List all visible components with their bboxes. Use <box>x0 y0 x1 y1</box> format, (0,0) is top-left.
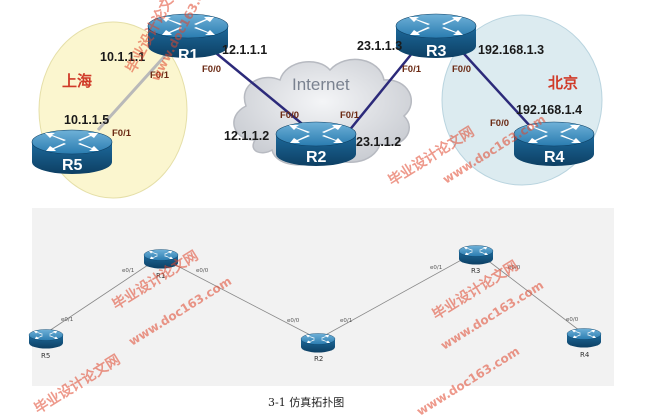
port-r1-f01: F0/1 <box>150 70 170 81</box>
sim-port-r1-a: e0/1 <box>122 268 134 274</box>
port-r1-f00: F0/0 <box>202 64 221 75</box>
link-r3-r4 <box>454 43 531 127</box>
network-topology-diagram: R1 R5 R2 R3 R4 Internet 上海 北京 10.1.1.1 1… <box>31 13 603 199</box>
figure-caption: 3-1 仿真拓扑图 <box>268 395 344 409</box>
svg-text:R1: R1 <box>178 47 199 64</box>
router-r3: R3 <box>395 13 477 60</box>
svg-text:R2: R2 <box>306 149 327 166</box>
sim-label-r3: R3 <box>471 267 480 275</box>
sim-port-r4-a: e0/0 <box>566 317 579 323</box>
ip-r4: 192.168.1.4 <box>516 103 582 117</box>
ip-r1-left: 10.1.1.1 <box>100 50 145 64</box>
ip-r3-left: 23.1.1.3 <box>357 39 402 53</box>
sim-link-r2-r3 <box>319 252 475 339</box>
svg-text:R4: R4 <box>544 149 565 166</box>
sim-label-r5: R5 <box>41 352 50 360</box>
ip-r2-right: 23.1.1.2 <box>356 135 401 149</box>
svg-text:R3: R3 <box>426 43 447 60</box>
simulation-canvas <box>32 208 614 386</box>
router-r4: R4 <box>513 121 595 167</box>
simulation-topology: R1 R5 R2 R3 R4 e0/1 e0/0 e0/1 e0/0 e0/1 … <box>28 208 614 386</box>
sim-link-r3-r4 <box>477 252 585 335</box>
router-r2: R2 <box>275 121 357 167</box>
sim-label-r2: R2 <box>314 355 323 363</box>
sim-router-r5 <box>28 329 64 349</box>
sim-router-r3 <box>458 245 494 265</box>
ip-r5: 10.1.1.5 <box>64 113 109 127</box>
ip-r3-right: 192.168.1.3 <box>478 43 544 57</box>
port-r3-f00: F0/0 <box>452 64 471 75</box>
link-r1-r2 <box>204 43 313 133</box>
port-r4-f00: F0/0 <box>490 118 509 129</box>
beijing-label: 北京 <box>548 74 578 92</box>
sim-port-r2-b: e0/1 <box>340 318 352 324</box>
sim-link-r5-r1 <box>45 258 158 334</box>
sim-port-r1-b: e0/0 <box>196 268 209 274</box>
link-r5-r1 <box>96 46 174 132</box>
sim-link-r1-r2 <box>163 258 317 339</box>
router-r1: R1 <box>147 13 229 64</box>
sim-router-r2 <box>300 333 336 353</box>
sim-port-r3-a: e0/1 <box>430 265 442 271</box>
sim-port-r2-a: e0/0 <box>287 318 300 324</box>
sim-port-r5-a: e0/1 <box>61 317 73 323</box>
port-r3-f01: F0/1 <box>402 64 422 75</box>
link-r2-r3 <box>347 45 419 133</box>
port-r2-f00: F0/0 <box>280 110 299 121</box>
sim-port-r3-b: e0/0 <box>508 265 521 271</box>
shanghai-label: 上海 <box>62 72 92 90</box>
router-r5: R5 <box>31 129 113 175</box>
sim-label-r4: R4 <box>580 351 590 359</box>
port-r5-f01: F0/1 <box>112 128 132 139</box>
svg-text:R5: R5 <box>62 157 83 174</box>
port-r2-f01: F0/1 <box>340 110 360 121</box>
internet-label: Internet <box>292 75 350 94</box>
ip-r1-right: 12.1.1.1 <box>222 43 267 57</box>
sim-router-r4 <box>566 328 602 348</box>
sim-label-r1: R1 <box>156 272 165 280</box>
ip-r2-left: 12.1.1.2 <box>224 129 269 143</box>
